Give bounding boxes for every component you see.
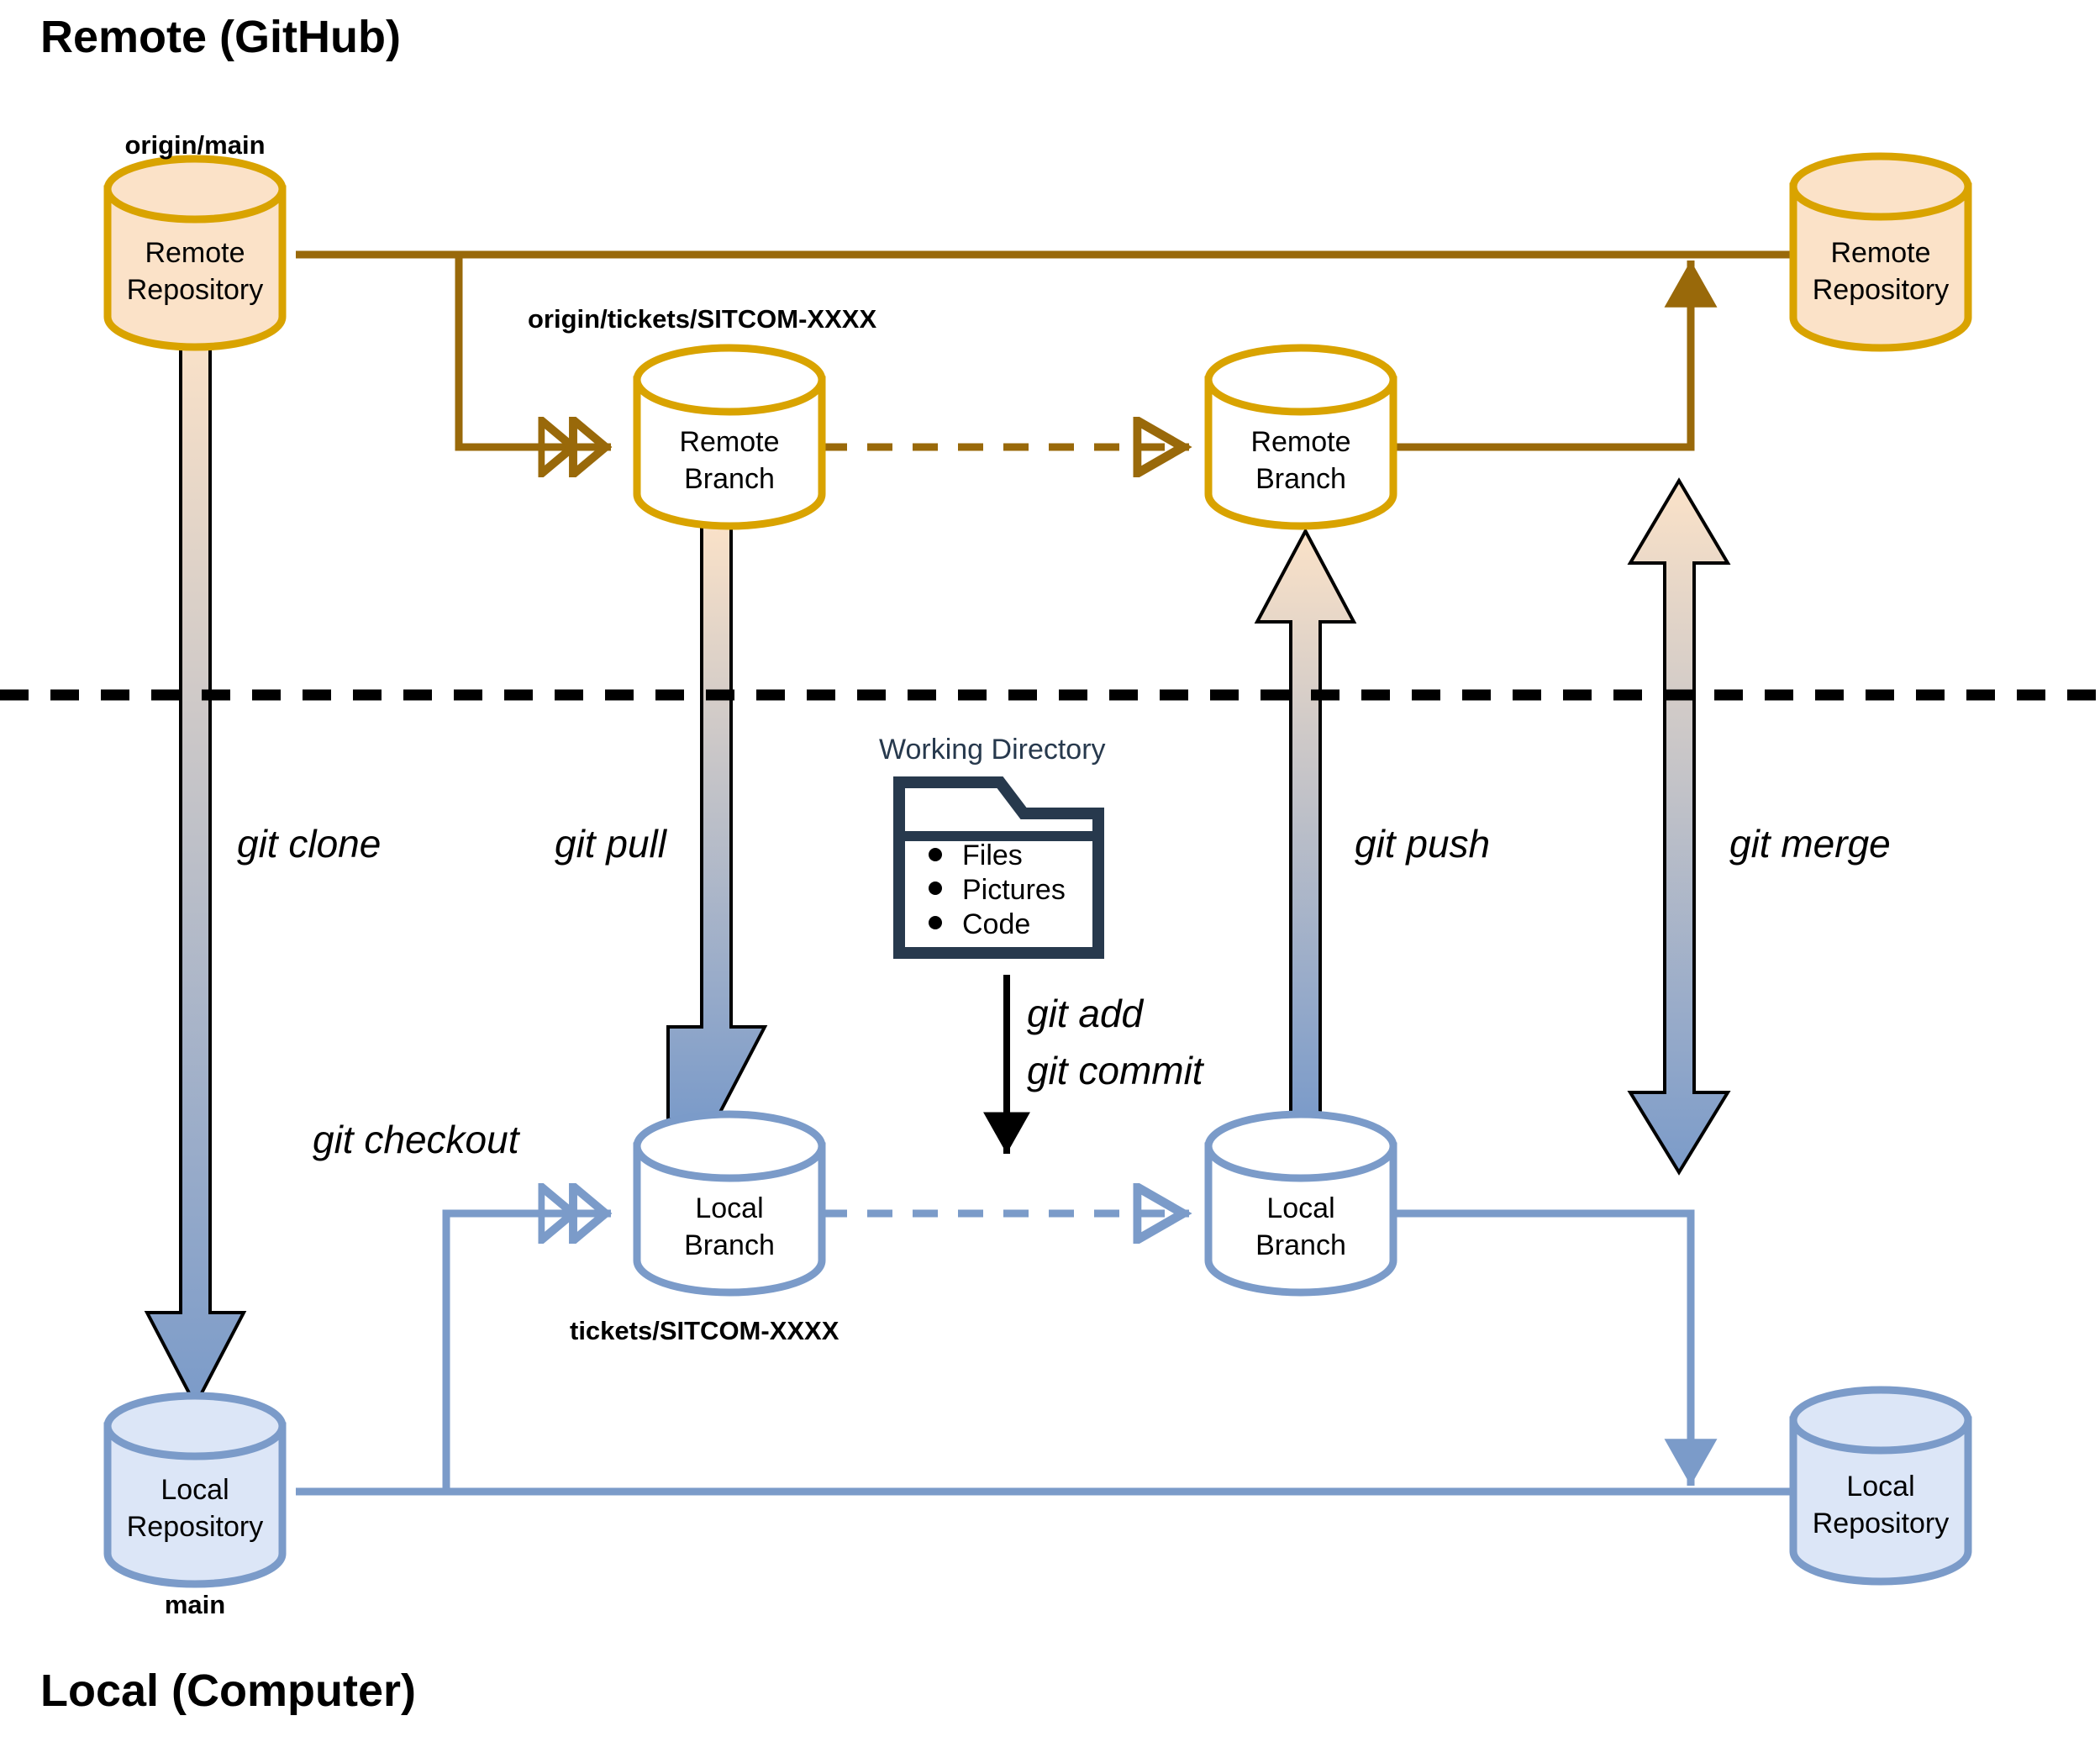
node-label-line1: Remote — [679, 426, 779, 458]
command-label-commit: git commit — [1027, 1049, 1205, 1092]
working-dir-item: Code — [962, 908, 1030, 940]
connector-local-main-to-local-branch — [296, 1213, 611, 1496]
node-label-line1: Local — [1846, 1471, 1914, 1503]
node-label-line1: Remote — [1250, 426, 1350, 458]
working-dir-item: Pictures — [962, 874, 1066, 906]
command-label-push: git push — [1355, 822, 1490, 866]
connector-remote-branch-to-remote-repo — [1393, 260, 1718, 451]
node-label-line1: Remote — [1830, 237, 1930, 269]
working-directory-title: Working Directory — [879, 734, 1106, 766]
command-label-add: git add — [1027, 992, 1145, 1035]
node-remote-repository-main[interactable]: Remote Repository — [103, 155, 287, 351]
connector-local-branch-to-local-repo — [1393, 1209, 1718, 1487]
label-tickets-branch: tickets/SITCOM-XXXX — [570, 1316, 839, 1345]
label-origin-main: origin/main — [124, 130, 265, 160]
bullet-icon — [929, 916, 942, 929]
node-label-line2: Branch — [684, 463, 775, 495]
connector-remote-main-to-remote-branch — [296, 250, 611, 447]
node-remote-branch-left[interactable]: Remote Branch — [633, 344, 826, 530]
folder-icon — [893, 776, 1104, 959]
node-label-line1: Local — [161, 1474, 229, 1506]
working-directory-group: Working Directory Files Pictures Code — [879, 734, 1106, 959]
zone-title-local: Local (Computer) — [40, 1666, 416, 1716]
node-label-line2: Repository — [127, 274, 264, 306]
zone-title-remote: Remote (GitHub) — [40, 12, 401, 62]
arrow-git-clone — [144, 326, 247, 1409]
node-label-line2: Repository — [1813, 274, 1950, 306]
command-label-checkout: git checkout — [313, 1118, 521, 1161]
node-label-line2: Repository — [127, 1511, 264, 1543]
command-label-pull: git pull — [555, 822, 668, 866]
working-dir-item: Files — [962, 839, 1023, 871]
arrow-git-merge — [1627, 477, 1731, 1176]
label-main: main — [165, 1590, 225, 1619]
node-label-line2: Repository — [1813, 1508, 1950, 1539]
label-origin-tickets-branch: origin/tickets/SITCOM-XXXX — [528, 304, 876, 334]
bullet-icon — [929, 848, 942, 861]
node-label-line1: Local — [695, 1192, 763, 1224]
arrow-git-pull — [666, 519, 768, 1121]
node-label-line1: Local — [1266, 1192, 1334, 1224]
node-local-branch-right[interactable]: Local Branch — [1204, 1110, 1397, 1297]
node-local-repository-main[interactable]: Local Repository — [103, 1392, 287, 1588]
bullet-icon — [929, 882, 942, 895]
node-label-line1: Remote — [145, 237, 245, 269]
node-label-line2: Branch — [1255, 463, 1346, 495]
node-local-repository-right[interactable]: Local Repository — [1789, 1386, 1972, 1586]
node-local-branch-left[interactable]: Local Branch — [633, 1110, 826, 1297]
command-label-clone: git clone — [237, 822, 381, 866]
command-label-merge: git merge — [1729, 822, 1891, 866]
arrow-git-push — [1254, 527, 1357, 1119]
node-label-line2: Branch — [1255, 1229, 1346, 1261]
node-remote-branch-right[interactable]: Remote Branch — [1204, 344, 1397, 530]
node-remote-repository-right[interactable]: Remote Repository — [1789, 152, 1972, 352]
node-label-line2: Branch — [684, 1229, 775, 1261]
